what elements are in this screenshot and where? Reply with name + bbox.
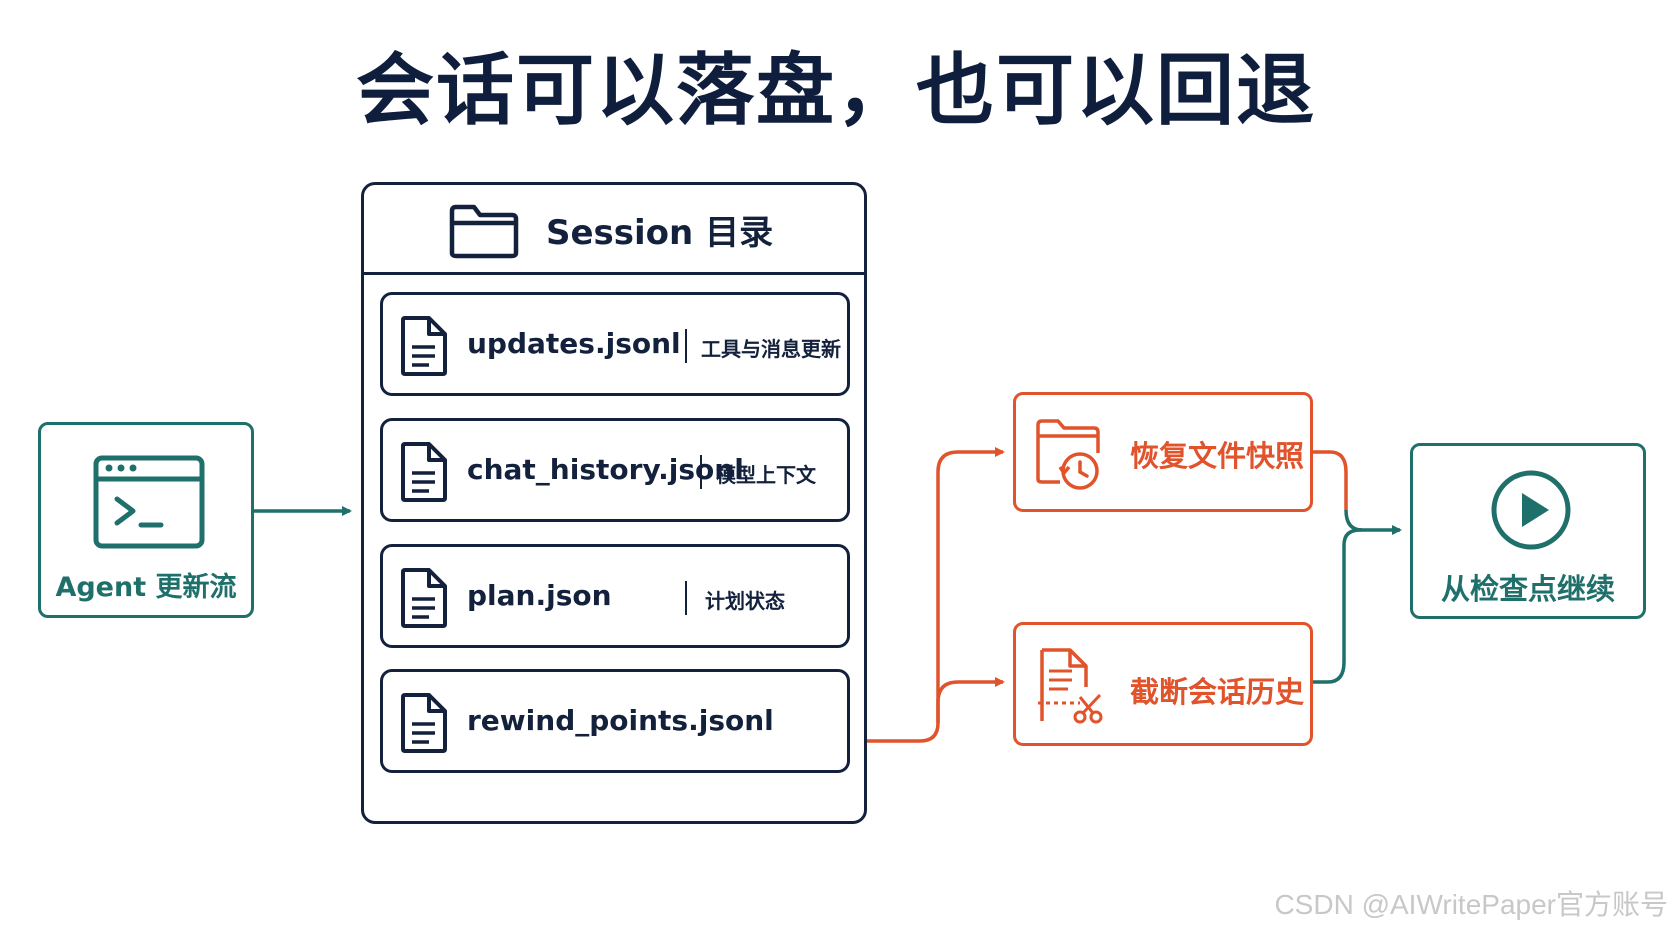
file-description: 计划状态	[705, 589, 785, 613]
arrow-truncate-to-resume	[1313, 525, 1402, 684]
file-row-chat-history[interactable]: chat_history.jsonl 模型上下文	[380, 418, 850, 522]
file-row-updates[interactable]: updates.jsonl 工具与消息更新	[380, 292, 850, 396]
folder-restore-icon	[1036, 419, 1100, 490]
agent-label: Agent 更新流	[55, 572, 237, 603]
page-title: 会话可以落盘，也可以回退	[355, 46, 1316, 136]
folder-icon	[449, 204, 519, 259]
terminal-icon	[93, 455, 205, 549]
restore-snapshot-label: 恢复文件快照	[1130, 439, 1305, 473]
document-icon	[401, 693, 447, 753]
arrow-restore-to-resume	[1313, 450, 1348, 510]
document-cut-icon	[1038, 648, 1103, 724]
resume-from-checkpoint-box: 从检查点继续	[1410, 443, 1646, 619]
file-name: rewind_points.jsonl	[467, 704, 774, 737]
truncate-history-box: 截断会话历史	[1013, 622, 1313, 746]
agent-update-stream-box: Agent 更新流	[38, 422, 254, 618]
file-name: plan.json	[467, 579, 612, 612]
file-description: 模型上下文	[716, 463, 816, 487]
divider	[685, 581, 687, 615]
resume-label: 从检查点继续	[1440, 572, 1615, 606]
arrow-rewind-to-truncate	[936, 677, 1005, 723]
document-icon	[401, 316, 447, 376]
divider	[685, 329, 687, 363]
divider	[700, 455, 702, 489]
session-directory-box: Session 目录 updates.jsonl 工具与消息更新 chat_hi…	[361, 182, 867, 824]
play-icon	[1491, 470, 1571, 550]
restore-snapshot-box: 恢复文件快照	[1013, 392, 1313, 512]
file-name: chat_history.jsonl	[467, 453, 744, 486]
truncate-history-label: 截断会话历史	[1130, 675, 1305, 709]
session-header: Session 目录	[364, 185, 864, 275]
watermark: CSDN @AIWritePaper官方账号	[1274, 889, 1668, 920]
document-icon	[401, 568, 447, 628]
session-title: Session 目录	[546, 213, 774, 253]
file-row-rewind-points[interactable]: rewind_points.jsonl	[380, 669, 850, 773]
arrow-rewind-to-restore	[847, 447, 1005, 743]
file-row-plan[interactable]: plan.json 计划状态	[380, 544, 850, 648]
document-icon	[401, 442, 447, 502]
file-description: 工具与消息更新	[701, 337, 841, 361]
file-name: updates.jsonl	[467, 327, 681, 360]
